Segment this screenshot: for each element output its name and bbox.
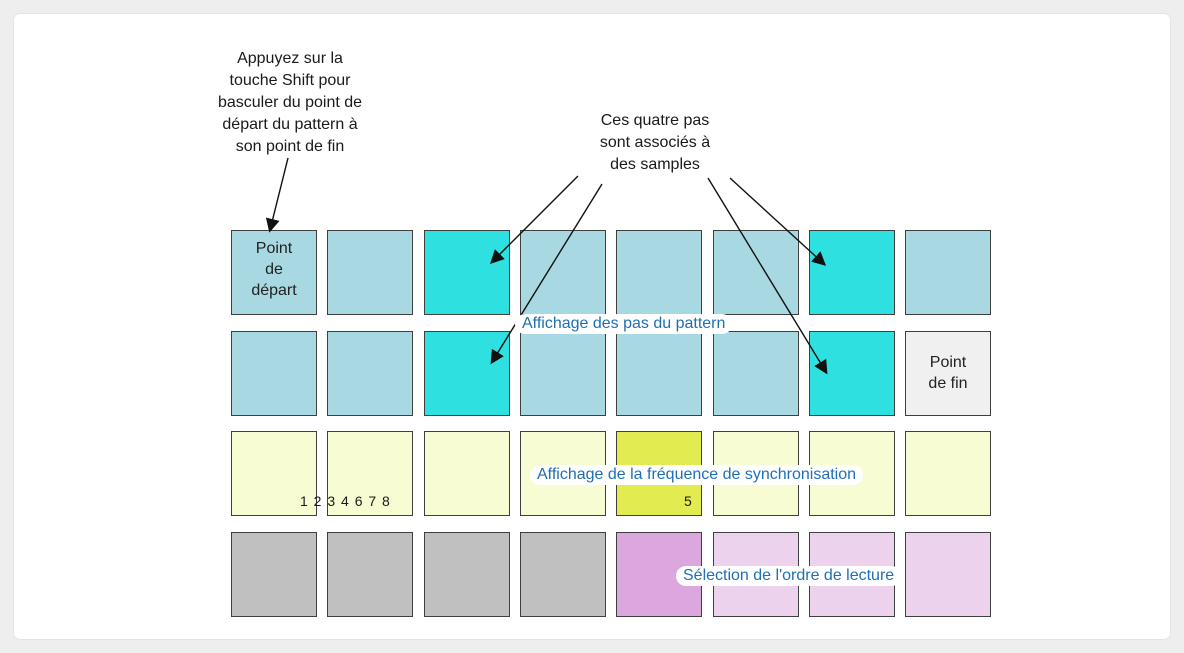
pad-r1-c6[interactable] bbox=[713, 230, 799, 315]
pad-r3-c8[interactable] bbox=[905, 431, 991, 516]
pad-r2-c1[interactable] bbox=[231, 331, 317, 416]
arrow-to-start-point bbox=[265, 157, 289, 233]
pad-r2-c6[interactable] bbox=[713, 331, 799, 416]
arrow-to-sample-step-1 bbox=[490, 175, 579, 264]
pad-r3-c2[interactable] bbox=[327, 431, 413, 516]
pad-r1-c1[interactable] bbox=[231, 230, 317, 315]
pad-r1-c7[interactable] bbox=[809, 230, 895, 315]
start-point-label: Point de départ bbox=[251, 240, 297, 299]
arrow-to-sample-step-4 bbox=[707, 177, 828, 375]
pattern-steps-label: Affichage des pas du pattern bbox=[515, 314, 733, 334]
pad-r4-c2[interactable] bbox=[327, 532, 413, 617]
pad-r4-c4[interactable] bbox=[520, 532, 606, 617]
arrow-to-sample-step-3 bbox=[729, 177, 827, 266]
arrow-to-sample-step-2 bbox=[490, 183, 603, 365]
pad-r4-c1[interactable] bbox=[231, 532, 317, 617]
sync-rate-numbers: 1 2 3 4 6 7 8 bbox=[300, 493, 391, 509]
pad-r4-c3[interactable] bbox=[424, 532, 510, 617]
pad-r1-c4[interactable] bbox=[520, 230, 606, 315]
pad-r2-c8[interactable] bbox=[905, 331, 991, 416]
end-point-label: Point de fin bbox=[928, 354, 968, 392]
pad-r2-c3[interactable] bbox=[424, 331, 510, 416]
shift-annotation: Appuyez sur la touche Shift pour bascule… bbox=[217, 50, 363, 155]
samples-annotation: Ces quatre pas sont associés à des sampl… bbox=[599, 112, 711, 173]
sync-rate-selected-value: 5 bbox=[684, 493, 693, 509]
pad-r2-c4[interactable] bbox=[520, 331, 606, 416]
pad-r1-c2[interactable] bbox=[327, 230, 413, 315]
sync-rate-label: Affichage de la fréquence de synchronisa… bbox=[530, 465, 864, 485]
pad-r3-c3[interactable] bbox=[424, 431, 510, 516]
pad-r1-c3[interactable] bbox=[424, 230, 510, 315]
pad-r3-c1[interactable] bbox=[231, 431, 317, 516]
pad-r4-c8[interactable] bbox=[905, 532, 991, 617]
playback-order-label: Sélection de l'ordre de lecture bbox=[676, 566, 902, 586]
pad-r1-c5[interactable] bbox=[616, 230, 702, 315]
pad-r2-c2[interactable] bbox=[327, 331, 413, 416]
pad-r1-c8[interactable] bbox=[905, 230, 991, 315]
